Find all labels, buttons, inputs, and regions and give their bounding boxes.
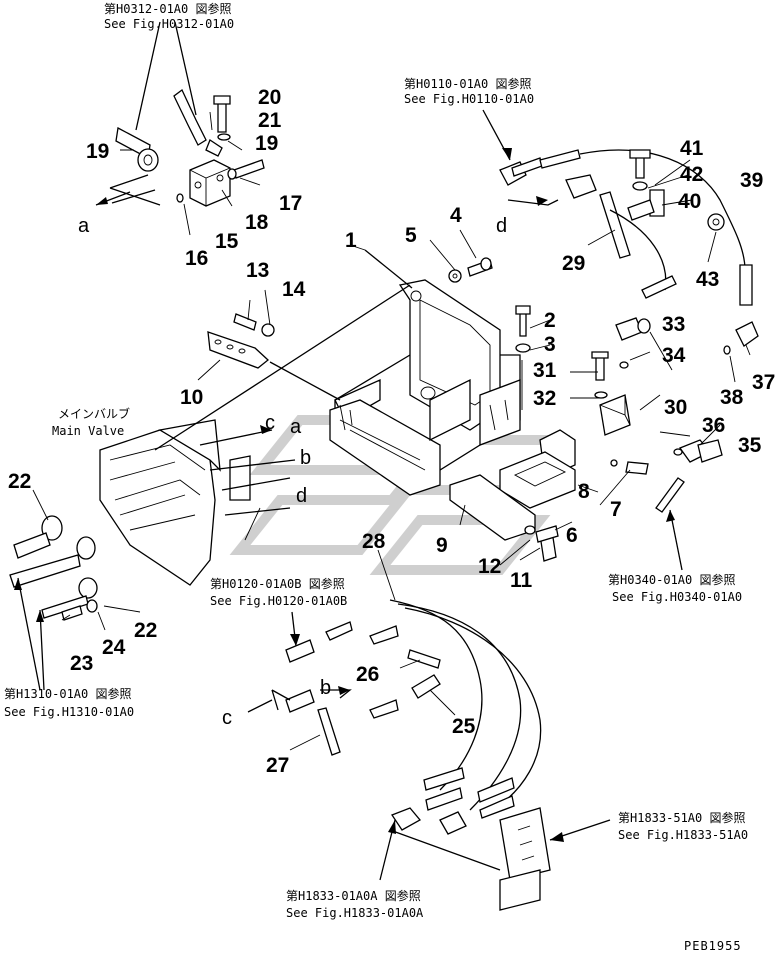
part-number-19-left: 19 xyxy=(86,140,109,163)
part-number-8: 8 xyxy=(578,480,590,503)
callout-letter-d-valve: d xyxy=(296,485,307,507)
reference-h1310-en: See Fig.H1310-01A0 xyxy=(4,705,134,719)
callout-letter-d-right: d xyxy=(496,215,507,237)
hose-28-group xyxy=(247,599,611,911)
part-number-15: 15 xyxy=(215,230,239,253)
part-number-16: 16 xyxy=(185,247,208,270)
callout-letter-a-left: a xyxy=(78,215,90,237)
valve-block-group xyxy=(95,21,265,236)
part-number-33: 33 xyxy=(662,313,685,336)
reference-h0120-jp: 第H0120-01A0B 図参照 xyxy=(210,576,345,591)
part-number-34: 34 xyxy=(662,344,686,367)
part-number-40: 40 xyxy=(678,190,701,213)
part-number-11: 11 xyxy=(510,569,533,592)
reference-h0120: 第H0120-01A0B 図参照 See Fig.H0120-01A0B xyxy=(210,576,347,608)
reference-h1833-51: 第H1833-51A0 図参照 See Fig.H1833-51A0 xyxy=(618,810,748,842)
part-number-28: 28 xyxy=(362,530,386,553)
callout-letter-b-valve: b xyxy=(300,447,311,469)
callout-letter-c-hose: c xyxy=(222,707,232,729)
reference-h0312: 第H0312-01A0 図参照 See Fig.H0312-01A0 xyxy=(104,1,234,31)
part-number-22-right: 22 xyxy=(134,619,157,642)
reference-h0340: 第H0340-01A0 図参照 See Fig.H0340-01A0 xyxy=(608,572,742,604)
part-number-17: 17 xyxy=(279,192,302,215)
part-number-38: 38 xyxy=(720,386,744,409)
main-valve-label-en: Main Valve xyxy=(52,424,124,438)
reference-h1310-jp: 第H1310-01A0 図参照 xyxy=(4,686,131,701)
reference-h0120-en: See Fig.H0120-01A0B xyxy=(210,594,347,608)
part-number-4: 4 xyxy=(450,204,462,227)
reference-h0340-en: See Fig.H0340-01A0 xyxy=(612,590,742,604)
part-number-37: 37 xyxy=(752,371,775,394)
part-number-30: 30 xyxy=(664,396,687,419)
part-number-43: 43 xyxy=(696,268,719,291)
part-number-13: 13 xyxy=(246,259,269,282)
reference-h0110-en: See Fig.H0110-01A0 xyxy=(404,92,534,106)
reference-h0312-en: See Fig.H0312-01A0 xyxy=(104,17,234,31)
part-number-2: 2 xyxy=(544,309,556,332)
part-number-36: 36 xyxy=(702,414,725,437)
part-number-1: 1 xyxy=(345,229,357,252)
part-number-27: 27 xyxy=(266,754,289,777)
reference-h1833-51-jp: 第H1833-51A0 図参照 xyxy=(618,810,745,825)
main-valve-label-jp: メインバルブ xyxy=(58,406,130,421)
part-number-24: 24 xyxy=(102,636,126,659)
part-number-19-right: 19 xyxy=(255,132,278,155)
hose-group-top-right xyxy=(482,109,753,306)
leader-lines xyxy=(32,159,751,751)
bracket-8-group xyxy=(449,451,576,562)
reference-h1833-51-en: See Fig.H1833-51A0 xyxy=(618,828,748,842)
part-number-35: 35 xyxy=(738,434,762,457)
part-number-42: 42 xyxy=(680,163,703,186)
part-number-3: 3 xyxy=(544,333,556,356)
part-number-32: 32 xyxy=(533,387,556,410)
reference-h1310: 第H1310-01A0 図参照 See Fig.H1310-01A0 xyxy=(4,686,134,719)
reference-h0340-jp: 第H0340-01A0 図参照 xyxy=(608,572,735,587)
part-number-callouts: 1 2 3 4 5 6 7 8 9 10 11 12 13 14 15 16 1… xyxy=(8,86,775,777)
part-number-23: 23 xyxy=(70,652,93,675)
part-number-39: 39 xyxy=(740,169,763,192)
part-number-6: 6 xyxy=(566,524,578,547)
callout-letter-c-valve: c xyxy=(265,412,275,434)
part-number-29: 29 xyxy=(562,252,585,275)
part-number-14: 14 xyxy=(282,278,306,301)
part-number-10: 10 xyxy=(180,386,203,409)
terminal-strip xyxy=(207,313,341,401)
callout-letter-a-valve: a xyxy=(290,416,302,438)
part-number-31: 31 xyxy=(533,359,557,382)
connector-group-right xyxy=(591,317,759,571)
part-number-20: 20 xyxy=(258,86,281,109)
reference-h0312-jp: 第H0312-01A0 図参照 xyxy=(104,1,231,16)
reference-h1833-01: 第H1833-01A0A 図参照 See Fig.H1833-01A0A xyxy=(286,888,424,920)
part-number-22-left: 22 xyxy=(8,470,31,493)
reference-h0110: 第H0110-01A0 図参照 See Fig.H0110-01A0 xyxy=(404,76,534,106)
part-number-21: 21 xyxy=(258,109,282,132)
main-bracket xyxy=(329,249,576,496)
reference-h0110-jp: 第H0110-01A0 図参照 xyxy=(404,76,531,91)
part-number-25: 25 xyxy=(452,715,476,738)
part-number-9: 9 xyxy=(436,534,448,557)
part-number-18: 18 xyxy=(245,211,269,234)
part-number-26: 26 xyxy=(356,663,379,686)
callout-letter-b-hose: b xyxy=(320,677,331,699)
part-number-5: 5 xyxy=(405,224,417,247)
drawing-code: PEB1955 xyxy=(684,939,742,953)
part-number-12: 12 xyxy=(478,555,501,578)
main-valve xyxy=(9,284,411,691)
part-number-7: 7 xyxy=(610,498,622,521)
part-number-41: 41 xyxy=(680,137,704,160)
reference-h1833-01-en: See Fig.H1833-01A0A xyxy=(286,906,424,920)
reference-h1833-01-jp: 第H1833-01A0A 図参照 xyxy=(286,888,421,903)
